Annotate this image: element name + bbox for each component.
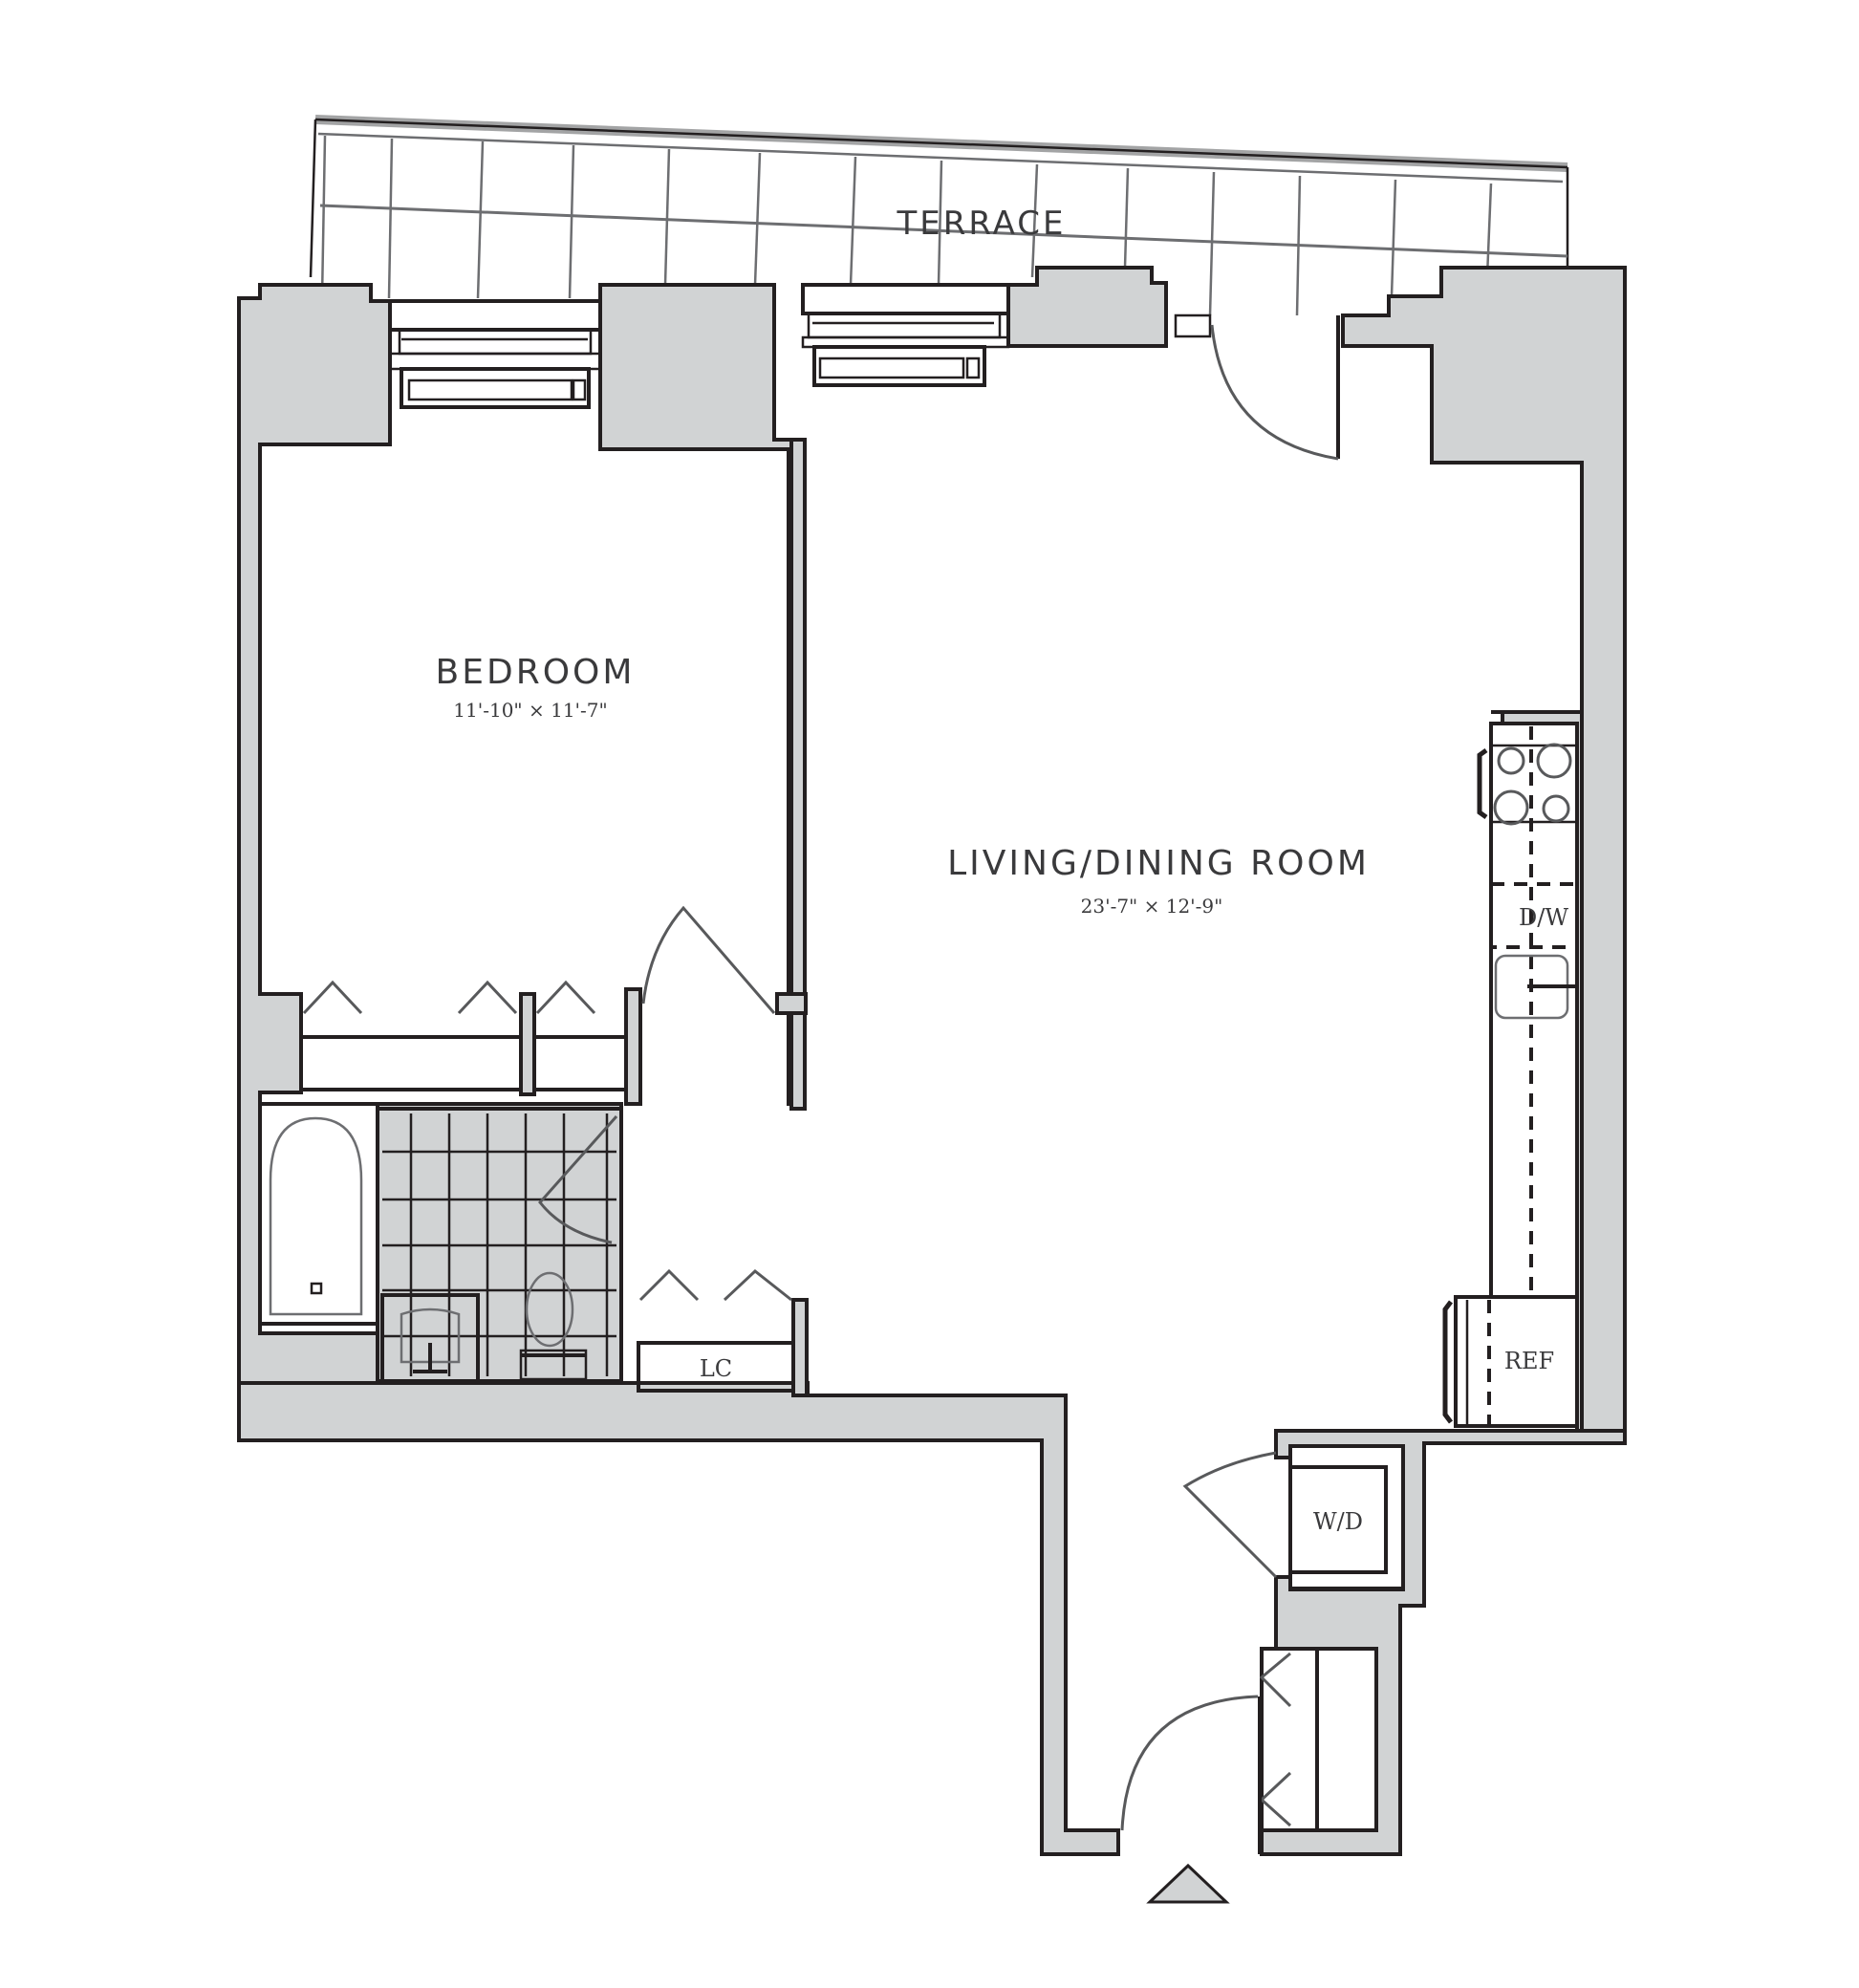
living-dining-dimensions: 23'-7" × 12'-9"	[1081, 895, 1223, 918]
bedroom-closet[interactable]	[299, 980, 628, 1091]
living-window	[801, 283, 1010, 387]
terrace: TERRACE	[309, 115, 1569, 320]
washer-dryer-label: W/D	[1313, 1508, 1363, 1535]
linen-closet[interactable]: LC	[637, 1268, 795, 1393]
terrace-door[interactable]	[1174, 313, 1340, 461]
walls	[237, 266, 1627, 1856]
refrigerator-label: REF	[1504, 1348, 1554, 1374]
bathtub	[269, 1116, 363, 1316]
dishwasher-label: D/W	[1519, 904, 1568, 931]
washer-dryer-closet[interactable]: W/D	[1182, 1444, 1405, 1591]
kitchen: D/W	[1477, 722, 1579, 1299]
bathroom-sink	[380, 1293, 480, 1383]
refrigerator: REF	[1442, 1295, 1579, 1428]
dishwasher: D/W	[1489, 882, 1579, 949]
toilet	[519, 1271, 588, 1381]
bedroom-window	[388, 299, 602, 409]
living-dining-label: LIVING/DINING ROOM	[947, 844, 1370, 883]
bedroom-dimensions: 11'-10" × 11'-7"	[453, 699, 607, 722]
kitchen-sink	[1494, 954, 1577, 1020]
bedroom: BEDROOM 11'-10" × 11'-7"	[436, 653, 636, 722]
bedroom-label: BEDROOM	[436, 653, 636, 692]
bathroom	[258, 1102, 623, 1383]
terrace-label: TERRACE	[896, 205, 1066, 243]
cooktop	[1477, 743, 1579, 826]
entry-closet[interactable]	[1259, 1647, 1378, 1832]
linen-closet-label: LC	[700, 1355, 732, 1382]
entry-arrow-icon	[1146, 1863, 1230, 1904]
entry-door[interactable]	[1120, 1695, 1262, 1854]
bedroom-door[interactable]	[641, 905, 776, 1014]
living-dining-room: LIVING/DINING ROOM 23'-7" × 12'-9"	[947, 844, 1370, 918]
